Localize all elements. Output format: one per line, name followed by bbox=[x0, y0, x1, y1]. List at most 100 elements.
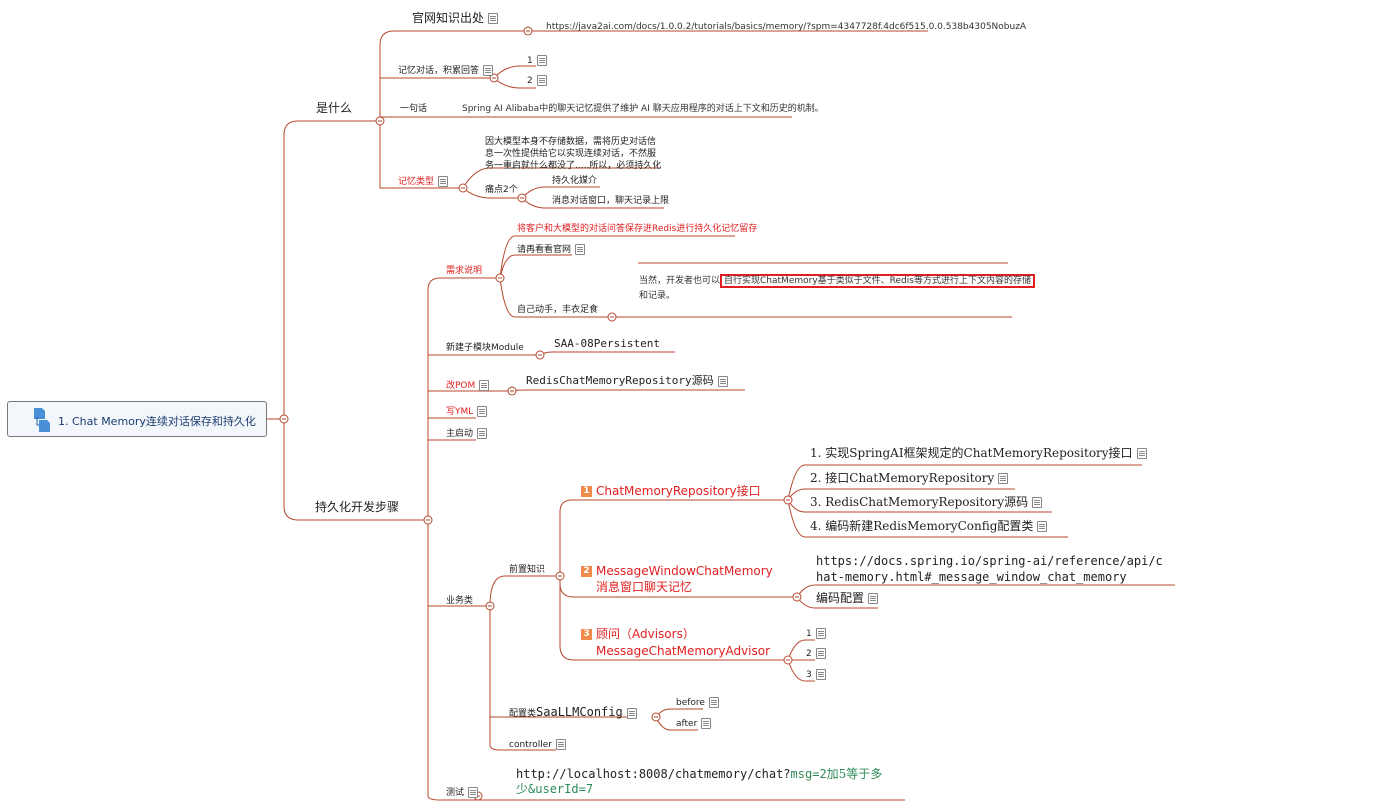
node-main[interactable]: 主启动 bbox=[446, 428, 488, 439]
official-url[interactable]: https://java2ai.com/docs/1.0.0.2/tutoria… bbox=[546, 22, 1027, 32]
need-item-3[interactable]: 自己动手，丰衣足食 bbox=[517, 305, 599, 315]
test-url-text2: 少 bbox=[516, 782, 529, 796]
reason-line: 息一次性提供给它以实现连续对话，不然服 bbox=[485, 149, 657, 159]
b1-item-1[interactable]: 1. 实现SpringAI框架规定的ChatMemoryRepository接口 bbox=[810, 446, 1147, 461]
note-icon[interactable] bbox=[701, 718, 712, 729]
test-url-param: msg=2 bbox=[790, 767, 827, 781]
node-official[interactable]: 官网知识出处 bbox=[412, 11, 499, 26]
types-reason: 因大模型本身不存储数据，需将历史对话信 息一次性提供给它以实现连续对话，不然服 … bbox=[485, 136, 661, 172]
node-pre[interactable]: 前置知识 bbox=[509, 565, 546, 575]
test-url-text: 加5等于多 bbox=[826, 767, 883, 781]
need-excerpt: 当然，开发者也可以自行实现ChatMemory基于类似于文件、Redis等方式进… bbox=[639, 274, 1035, 304]
pom-value-label: RedisChatMemoryRepository源码 bbox=[526, 374, 714, 387]
node-controller[interactable]: controller bbox=[509, 739, 566, 750]
b1-item-4[interactable]: 4. 编码新建RedisMemoryConfig配置类 bbox=[810, 519, 1048, 534]
reason-line: 因大模型本身不存储数据，需将历史对话信 bbox=[485, 137, 657, 147]
config-after-label: after bbox=[676, 719, 698, 729]
config-before-label: before bbox=[676, 698, 705, 708]
node-main-label: 主启动 bbox=[446, 429, 474, 439]
memory-item-2[interactable]: 2 bbox=[527, 75, 547, 86]
memory-item-1[interactable]: 1 bbox=[527, 55, 547, 66]
node-types-label: 记忆类型 bbox=[398, 177, 435, 187]
note-icon[interactable] bbox=[1136, 448, 1147, 459]
node-config[interactable]: 配置类SaaLLMConfig bbox=[509, 705, 637, 720]
note-icon[interactable] bbox=[536, 75, 547, 86]
number-badge: 1 bbox=[581, 486, 592, 497]
need-item-2[interactable]: 请再看看官网 bbox=[517, 244, 586, 255]
node-pom[interactable]: 改POM bbox=[446, 380, 490, 391]
note-icon[interactable] bbox=[536, 55, 547, 66]
note-icon[interactable] bbox=[1037, 521, 1048, 532]
node-oneline[interactable]: 一句话 bbox=[400, 104, 428, 114]
memory-item-2-label: 2 bbox=[527, 76, 533, 86]
note-icon[interactable] bbox=[477, 428, 488, 439]
b3-item-3-label: 3 bbox=[806, 670, 812, 680]
note-icon[interactable] bbox=[815, 628, 826, 639]
note-icon[interactable] bbox=[488, 13, 499, 24]
node-config-label: 配置类 bbox=[509, 709, 537, 719]
b3-item-1-label: 1 bbox=[806, 629, 812, 639]
pre-b1[interactable]: 1 ChatMemoryRepository接口 bbox=[581, 484, 761, 499]
b1-item-3[interactable]: 3. RedisChatMemoryRepository源码 bbox=[810, 495, 1043, 510]
memory-item-1-label: 1 bbox=[527, 56, 533, 66]
node-official-label: 官网知识出处 bbox=[412, 11, 485, 25]
config-value: SaaLLMConfig bbox=[536, 705, 623, 719]
pre-b3[interactable]: 3 顾问（Advisors） MessageChatMemoryAdvisor bbox=[581, 626, 770, 660]
note-icon[interactable] bbox=[998, 473, 1009, 484]
node-pain[interactable]: 痛点2个 bbox=[485, 185, 518, 195]
node-memory-label: 记忆对话，积累回答 bbox=[398, 66, 480, 76]
node-steps[interactable]: 持久化开发步骤 bbox=[315, 500, 400, 514]
node-yml[interactable]: 写YML bbox=[446, 406, 488, 417]
config-before[interactable]: before bbox=[676, 697, 719, 708]
test-url[interactable]: http://localhost:8008/chatmemory/chat?ms… bbox=[516, 767, 882, 797]
node-memory[interactable]: 记忆对话，积累回答 bbox=[398, 65, 494, 76]
note-icon[interactable] bbox=[438, 176, 449, 187]
note-icon[interactable] bbox=[626, 708, 637, 719]
node-module[interactable]: 新建子模块Module bbox=[446, 343, 524, 353]
b1-item-2-label: 2. 接口ChatMemoryRepository bbox=[810, 471, 995, 485]
node-controller-label: controller bbox=[509, 740, 552, 750]
node-types[interactable]: 记忆类型 bbox=[398, 176, 449, 187]
note-icon[interactable] bbox=[868, 593, 879, 604]
b3-item-2-label: 2 bbox=[806, 649, 812, 659]
pre-b2-title1: MessageWindowChatMemory bbox=[596, 564, 773, 578]
pre-b1-title: ChatMemoryRepository接口 bbox=[596, 484, 761, 498]
node-need[interactable]: 需求说明 bbox=[446, 266, 483, 276]
note-icon[interactable] bbox=[483, 65, 494, 76]
b2-code[interactable]: 编码配置 bbox=[816, 591, 879, 606]
b2-url[interactable]: https://docs.spring.io/spring-ai/referen… bbox=[816, 553, 1163, 585]
node-what[interactable]: 是什么 bbox=[316, 101, 353, 115]
pre-b3-title1: 顾问（Advisors） bbox=[596, 627, 695, 641]
note-icon[interactable] bbox=[575, 244, 586, 255]
node-business[interactable]: 业务类 bbox=[446, 596, 474, 606]
note-icon[interactable] bbox=[555, 739, 566, 750]
note-icon[interactable] bbox=[479, 380, 490, 391]
note-icon[interactable] bbox=[815, 669, 826, 680]
node-test[interactable]: 测试 bbox=[446, 787, 479, 798]
config-after[interactable]: after bbox=[676, 718, 712, 729]
reason-line: 务一重启就什么都没了.....所以，必须持久化 bbox=[485, 161, 662, 171]
need-item-1[interactable]: 将客户和大模型的对话问答保存进Redis进行持久化记忆留存 bbox=[517, 224, 758, 234]
note-icon[interactable] bbox=[815, 648, 826, 659]
note-icon[interactable] bbox=[477, 406, 488, 417]
root-label: 1. Chat Memory连续对话保存和持久化 bbox=[58, 415, 256, 428]
pom-value[interactable]: RedisChatMemoryRepository源码 bbox=[526, 374, 728, 388]
note-icon[interactable] bbox=[717, 375, 728, 387]
excerpt-prefix: 当然，开发者也可以 bbox=[639, 276, 721, 286]
pain-item-2[interactable]: 消息对话窗口，聊天记录上限 bbox=[552, 196, 670, 206]
b3-item-3[interactable]: 3 bbox=[806, 669, 826, 680]
b3-item-2[interactable]: 2 bbox=[806, 648, 826, 659]
pre-b3-title2: MessageChatMemoryAdvisor bbox=[596, 644, 771, 658]
note-icon[interactable] bbox=[1032, 497, 1043, 508]
pain-item-1[interactable]: 持久化媒介 bbox=[552, 176, 598, 186]
number-badge: 3 bbox=[581, 629, 592, 640]
note-icon[interactable] bbox=[468, 787, 479, 798]
note-icon[interactable] bbox=[708, 697, 719, 708]
b3-item-1[interactable]: 1 bbox=[806, 628, 826, 639]
root-node[interactable]: 1. Chat Memory连续对话保存和持久化 bbox=[7, 401, 267, 437]
module-value[interactable]: SAA-08Persistent bbox=[554, 337, 660, 350]
need-item-2-label: 请再看看官网 bbox=[517, 245, 572, 255]
b1-item-2[interactable]: 2. 接口ChatMemoryRepository bbox=[810, 471, 1009, 486]
